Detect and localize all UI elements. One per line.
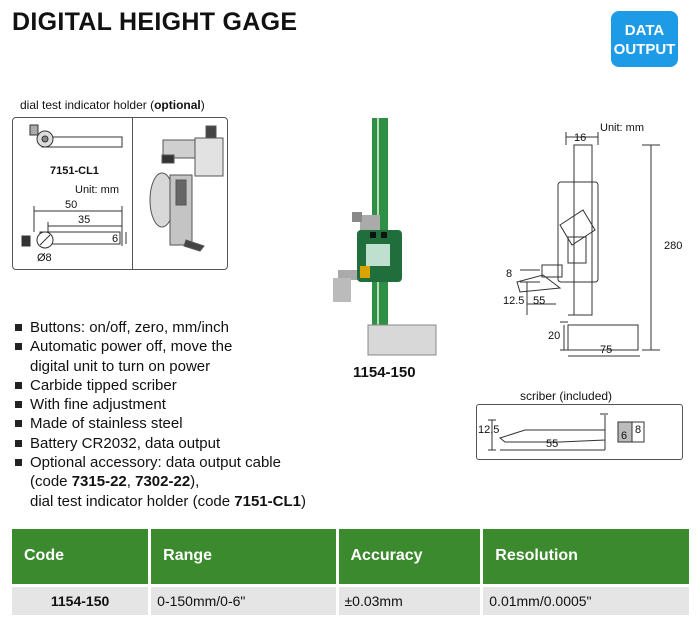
scriber-dim-6: 6 [621,430,628,442]
cell-range: 0-150mm/0-6" [149,583,339,615]
col-header-accuracy: Accuracy [337,529,484,585]
model-label: 1154-150 [353,364,416,381]
scriber-dim-12-5: 12.5 [478,424,500,436]
feature-item: Automatic power off, move the [14,337,306,356]
cable-code-suffix: ), [190,473,200,491]
drawing-dim-280: 280 [664,240,683,252]
cell-code: 1154-150 [12,583,152,615]
holder-dim-6: 6 [112,233,119,245]
scriber-dim-8: 8 [635,424,642,436]
cable-code-prefix: (code [30,473,72,491]
feature-item-continuation: dial test indicator holder (code 7151-CL… [14,492,306,511]
holder-caption: dial test indicator holder (optional) [20,98,205,112]
feature-item: Optional accessory: data output cable [14,453,306,472]
cell-accuracy: ±0.03mm [337,583,484,615]
col-header-code: Code [12,529,152,585]
holder-top-sketch [29,124,123,148]
table-row: 1154-150 0-150mm/0-6" ±0.03mm 0.01mm/0.0… [12,583,689,615]
holder-dim-50: 50 [65,199,78,211]
holder-code-prefix: dial test indicator holder (code [30,492,235,510]
feature-item: Buttons: on/off, zero, mm/inch [14,318,306,337]
data-output-badge: DATA OUTPUT [611,11,678,67]
scriber-dim-55: 55 [546,438,559,450]
page-title: DIGITAL HEIGHT GAGE [12,8,298,36]
feature-item-continuation: (code 7315-22, 7302-22), [14,472,306,491]
feature-item: Made of stainless steel [14,414,306,433]
drawing-dim-16: 16 [574,132,587,144]
holder-caption-prefix: dial test indicator holder ( [20,98,155,112]
col-header-resolution: Resolution [481,529,689,585]
scriber-drawing [488,413,645,451]
drawing-unit: Unit: mm [600,122,644,134]
cable-code-2: 7302-22 [135,473,191,491]
cell-resolution: 0.01mm/0.0005" [481,583,689,615]
holder-unit: Unit: mm [75,184,119,196]
drawing-dim-55: 55 [533,295,546,307]
holder-dim-35: 35 [78,214,91,226]
cable-code-1: 7315-22 [71,473,127,491]
holder-code-suffix: ) [300,492,306,510]
cable-code-separator: , [126,473,136,491]
spec-table: Code Range Accuracy Resolution 1154-150 … [12,529,689,615]
feature-item: With fine adjustment [14,395,306,414]
engineering-drawing [516,132,660,357]
holder-panel-divider [132,118,133,269]
holder-photo-sketch [149,125,224,252]
height-gauge-product [333,118,437,356]
feature-item: Battery CR2032, data output [14,434,306,453]
holder-caption-suffix: ) [200,98,205,112]
drawing-dim-75: 75 [600,344,613,356]
badge-line-2: OUTPUT [613,41,676,58]
feature-item: Carbide tipped scriber [14,376,306,395]
feature-item-continuation: digital unit to turn on power [30,357,211,375]
holder-caption-optional: optional [154,98,201,112]
col-header-range: Range [149,529,339,585]
drawing-dim-8: 8 [506,268,513,280]
feature-list: Buttons: on/off, zero, mm/inch Automatic… [14,318,306,511]
scriber-caption: scriber (included) [520,389,613,403]
holder-panel [12,117,228,270]
scriber-panel [476,404,683,460]
holder-code: 7151-CL1 [234,492,301,510]
drawing-dim-12-5: 12.5 [503,295,525,307]
holder-dim-d8: Ø8 [37,252,52,264]
table-header-row: Code Range Accuracy Resolution [12,529,689,585]
holder-part-code: 7151-CL1 [50,165,99,177]
badge-line-1: DATA [624,22,665,39]
drawing-dim-20: 20 [548,330,561,342]
holder-dimension-sketch [21,206,127,249]
